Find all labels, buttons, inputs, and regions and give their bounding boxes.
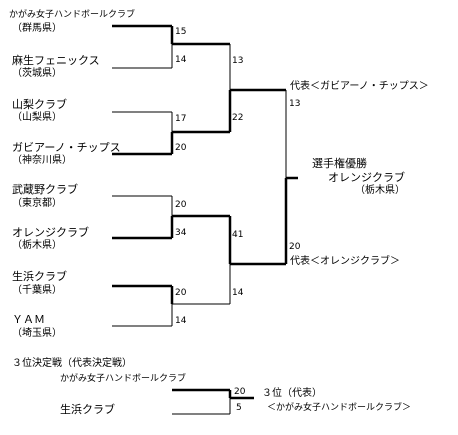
third-score-a: 20 bbox=[234, 387, 246, 397]
team-3-pref: （山梨県） bbox=[12, 112, 62, 123]
team-4-name: ガビアーノ・チップス bbox=[12, 141, 121, 154]
third-result-label: ３位（代表） bbox=[262, 388, 322, 399]
r1-score-team3: 17 bbox=[175, 114, 187, 124]
team-7-pref: （千葉県） bbox=[12, 285, 62, 296]
team-2-pref: （茨城県） bbox=[12, 68, 62, 79]
lower-representative: 代表＜オレンジクラブ＞ bbox=[290, 256, 400, 267]
r1-score-team7: 20 bbox=[175, 288, 187, 298]
champion-pref: （栃木県） bbox=[355, 185, 405, 196]
team-8-name: ＹＡＭ bbox=[12, 313, 45, 326]
team-4-pref: （神奈川県） bbox=[12, 155, 72, 166]
team-1-pref: （群馬県） bbox=[12, 23, 62, 34]
r1-score-team6: 34 bbox=[175, 228, 187, 238]
r2-score-4: 14 bbox=[232, 288, 244, 298]
r2-score-1: 13 bbox=[232, 56, 244, 66]
team-6-pref: （栃木県） bbox=[12, 240, 62, 251]
team-5-pref: （東京都） bbox=[12, 198, 62, 209]
third-team-b: 生浜クラブ bbox=[60, 403, 115, 416]
final-score-lower: 20 bbox=[289, 242, 301, 252]
r2-score-3: 41 bbox=[232, 230, 244, 240]
champion-name: オレンジクラブ bbox=[328, 171, 405, 184]
r1-score-team2: 14 bbox=[175, 55, 187, 65]
r2-score-2: 22 bbox=[232, 113, 244, 123]
r1-score-team4: 20 bbox=[175, 143, 187, 153]
team-8-pref: （埼玉県） bbox=[12, 328, 62, 339]
upper-representative: 代表＜ガビアーノ・チップス＞ bbox=[290, 81, 429, 92]
team-3-name: 山梨クラブ bbox=[12, 98, 67, 111]
champion-title: 選手権優勝 bbox=[312, 157, 367, 170]
team-7-name: 生浜クラブ bbox=[12, 270, 67, 283]
team-1-name: かがみ女子ハンドボールクラブ bbox=[9, 10, 136, 20]
team-2-name: 麻生フェニックス bbox=[12, 54, 100, 67]
third-result-team: ＜かがみ女子ハンドボールクラブ＞ bbox=[267, 403, 412, 413]
team-6-name: オレンジクラブ bbox=[12, 226, 89, 239]
r1-score-team5: 20 bbox=[175, 200, 187, 210]
r1-score-team8: 14 bbox=[175, 316, 187, 326]
third-team-a: かがみ女子ハンドボールクラブ bbox=[60, 374, 187, 384]
final-score-upper: 13 bbox=[289, 99, 301, 109]
team-5-name: 武蔵野クラブ bbox=[12, 183, 78, 196]
third-score-b: 5 bbox=[236, 403, 242, 413]
third-place-title: ３位決定戦（代表決定戦） bbox=[12, 358, 132, 369]
r1-score-team1: 15 bbox=[175, 27, 187, 37]
